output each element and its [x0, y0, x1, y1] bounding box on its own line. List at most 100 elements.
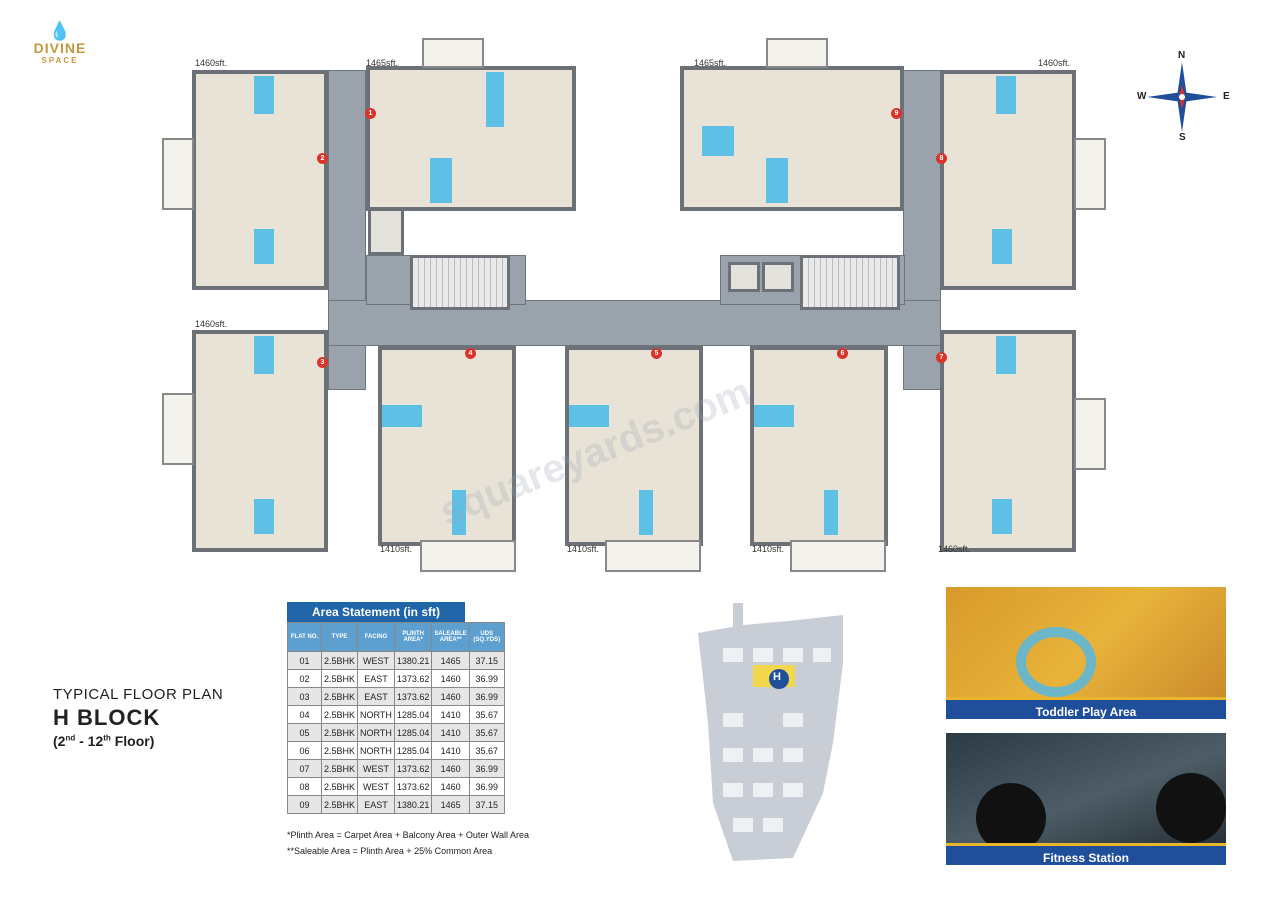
unit-2-area: 1460sft.	[195, 58, 228, 68]
table-cell: 02	[287, 669, 322, 688]
unit-marker-9: 9	[891, 108, 902, 119]
table-cell: EAST	[357, 669, 395, 688]
unit-6-area: 1410sft.	[752, 544, 785, 554]
table-cell: 37.15	[468, 651, 505, 670]
table-cell: WEST	[357, 759, 395, 778]
unit-6	[750, 346, 888, 546]
table-cell: NORTH	[357, 741, 395, 760]
balcony-5	[605, 540, 701, 572]
flame-icon: 💧	[48, 21, 72, 41]
table-cell: 36.99	[468, 687, 505, 706]
floor-range: (2nd - 12th Floor)	[53, 733, 155, 749]
balcony-7	[1074, 398, 1106, 470]
page-title: H BLOCK	[53, 705, 161, 730]
unit-5	[565, 346, 703, 546]
unit-9	[680, 66, 904, 211]
saleable-note: **Saleable Area = Plinth Area + 25% Comm…	[287, 846, 493, 856]
table-cell: 1460	[431, 687, 470, 706]
table-cell: 1373.62	[393, 759, 433, 778]
table-cell: 1285.04	[393, 723, 433, 742]
compass-n: N	[1178, 50, 1186, 61]
column-header: UDS (SQ.YDS)	[468, 622, 505, 652]
floor-plan: 1460sft. 1465sft. 1465sft. 1460sft. 1460…	[162, 38, 1106, 572]
table-cell: 1465	[431, 795, 470, 814]
unit-marker-2: 2	[317, 153, 328, 164]
table-cell: 01	[287, 651, 322, 670]
staircase-east	[800, 255, 900, 310]
table-cell: NORTH	[357, 705, 395, 724]
weight-plate	[976, 783, 1046, 853]
lift-3	[762, 262, 794, 292]
table-cell: 2.5BHK	[320, 651, 359, 670]
table-cell: 36.99	[468, 669, 505, 688]
table-cell: 03	[287, 687, 322, 706]
table-cell: 1460	[431, 759, 470, 778]
table-cell: 1373.62	[393, 669, 433, 688]
unit-marker-6: 6	[837, 348, 848, 359]
table-cell: 1380.21	[393, 651, 433, 670]
unit-9-area: 1465sft.	[694, 58, 727, 68]
table-cell: WEST	[357, 651, 395, 670]
table-cell: 2.5BHK	[320, 795, 359, 814]
balcony-8	[1074, 138, 1106, 210]
balcony-6	[790, 540, 886, 572]
unit-marker-7: 7	[936, 352, 947, 363]
table-cell: 05	[287, 723, 322, 742]
table-cell: EAST	[357, 687, 395, 706]
unit-7	[940, 330, 1076, 552]
table-cell: 1285.04	[393, 741, 433, 760]
unit-4-area: 1410sft.	[380, 544, 413, 554]
column-header: FLAT NO.	[287, 622, 322, 652]
table-cell: EAST	[357, 795, 395, 814]
table-cell: 36.99	[468, 777, 505, 796]
table-cell: 1410	[431, 741, 470, 760]
staircase-west	[410, 255, 510, 310]
table-cell: 36.99	[468, 759, 505, 778]
balcony-1	[422, 38, 484, 68]
column-header: SALEABLE AREA**	[431, 622, 470, 652]
table-cell: 06	[287, 741, 322, 760]
toddler-play-caption: Toddler Play Area	[946, 697, 1226, 719]
site-marker-h: H	[773, 671, 781, 683]
unit-5-area: 1410sft.	[567, 544, 600, 554]
compass-s: S	[1179, 132, 1186, 143]
unit-marker-1: 1	[365, 108, 376, 119]
lift-2	[728, 262, 760, 292]
balcony-2	[162, 138, 194, 210]
balcony-3	[162, 393, 194, 465]
lift-1	[368, 205, 404, 255]
table-cell: 2.5BHK	[320, 687, 359, 706]
table-cell: 09	[287, 795, 322, 814]
table-cell: 07	[287, 759, 322, 778]
table-cell: 1460	[431, 777, 470, 796]
table-cell: 2.5BHK	[320, 705, 359, 724]
plinth-note: *Plinth Area = Carpet Area + Balcony Are…	[287, 830, 530, 840]
table-cell: 35.67	[468, 723, 505, 742]
unit-4	[378, 346, 516, 546]
table-cell: 08	[287, 777, 322, 796]
table-cell: 35.67	[468, 741, 505, 760]
area-statement-title: Area Statement (in sft)	[287, 602, 465, 622]
unit-8-area: 1460sft.	[1038, 58, 1071, 68]
table-cell: 1380.21	[393, 795, 433, 814]
compass-rose-icon	[1147, 62, 1217, 132]
table-cell: 1465	[431, 651, 470, 670]
table-cell: 37.15	[468, 795, 505, 814]
column-header: TYPE	[320, 622, 359, 652]
unit-marker-4: 4	[465, 348, 476, 359]
table-cell: WEST	[357, 777, 395, 796]
plan-subtitle: TYPICAL FLOOR PLAN	[53, 686, 224, 703]
table-cell: 1373.62	[393, 687, 433, 706]
compass-w: W	[1137, 91, 1147, 102]
compass: N E S W	[1135, 50, 1230, 145]
fitness-station-caption: Fitness Station	[946, 843, 1226, 865]
